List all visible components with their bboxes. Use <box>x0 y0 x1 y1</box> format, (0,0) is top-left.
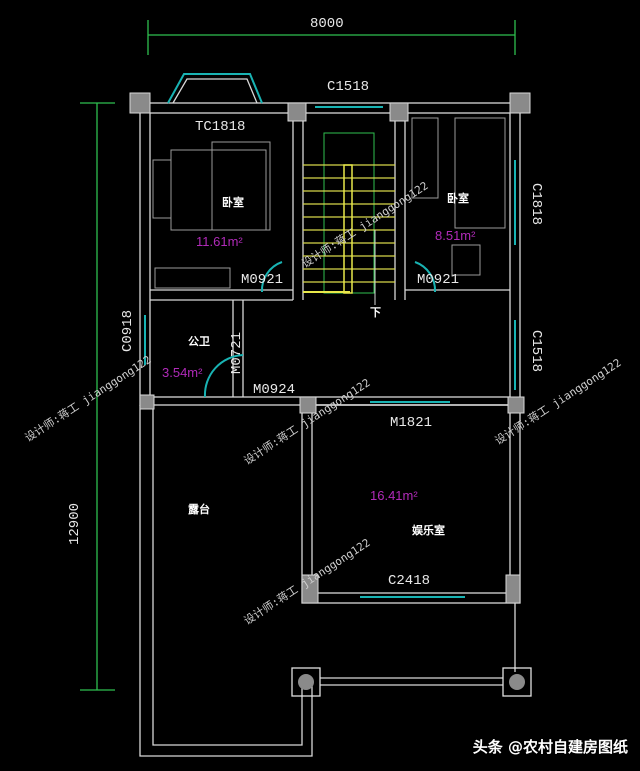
stair-down-label: 下 <box>370 306 381 319</box>
window-label-c1818: C1818 <box>528 183 544 225</box>
door-label-m0921-right: M0921 <box>417 272 459 288</box>
window-label-c0918: C0918 <box>120 310 136 352</box>
height-dimension: 12900 <box>67 503 83 545</box>
door-label-m0924: M0924 <box>253 382 295 398</box>
room-area-bedroom-left: 11.61m² <box>196 234 243 249</box>
room-name-bedroom-left: 卧室 <box>222 195 244 209</box>
window-label-c1518-right: C1518 <box>528 330 544 372</box>
window-label-c1518-top: C1518 <box>327 79 369 95</box>
window-label-tc1818: TC1818 <box>195 119 245 135</box>
room-name-terrace: 露台 <box>188 502 210 516</box>
room-name-bathroom: 公卫 <box>188 335 210 348</box>
watermark: 设计师:蒋工 jianggong122 <box>242 536 373 627</box>
watermark: 设计师:蒋工 jianggong122 <box>23 353 154 444</box>
windows <box>144 106 516 598</box>
room-area-bedroom-right: 8.51m² <box>435 228 476 243</box>
room-area-bathroom: 3.54m² <box>162 365 203 380</box>
dimension-lines <box>80 20 516 691</box>
room-name-bedroom-right: 卧室 <box>447 191 469 205</box>
footer-source: 头条 @农村自建房图纸 <box>472 738 628 756</box>
furniture <box>152 117 506 289</box>
watermark: 设计师:蒋工 jianggong122 <box>300 179 431 270</box>
window-label-c2418: C2418 <box>388 573 430 589</box>
room-name-entertainment: 娱乐室 <box>412 523 445 537</box>
door-label-m1821: M1821 <box>390 415 432 431</box>
staircase[interactable] <box>303 132 395 305</box>
width-dimension: 8000 <box>310 16 344 32</box>
door-label-m0921-left: M0921 <box>241 272 283 288</box>
door-label-m0721: M0721 <box>229 332 245 374</box>
columns <box>129 92 532 697</box>
room-area-entertainment: 16.41m² <box>370 488 418 503</box>
walls <box>139 73 521 757</box>
